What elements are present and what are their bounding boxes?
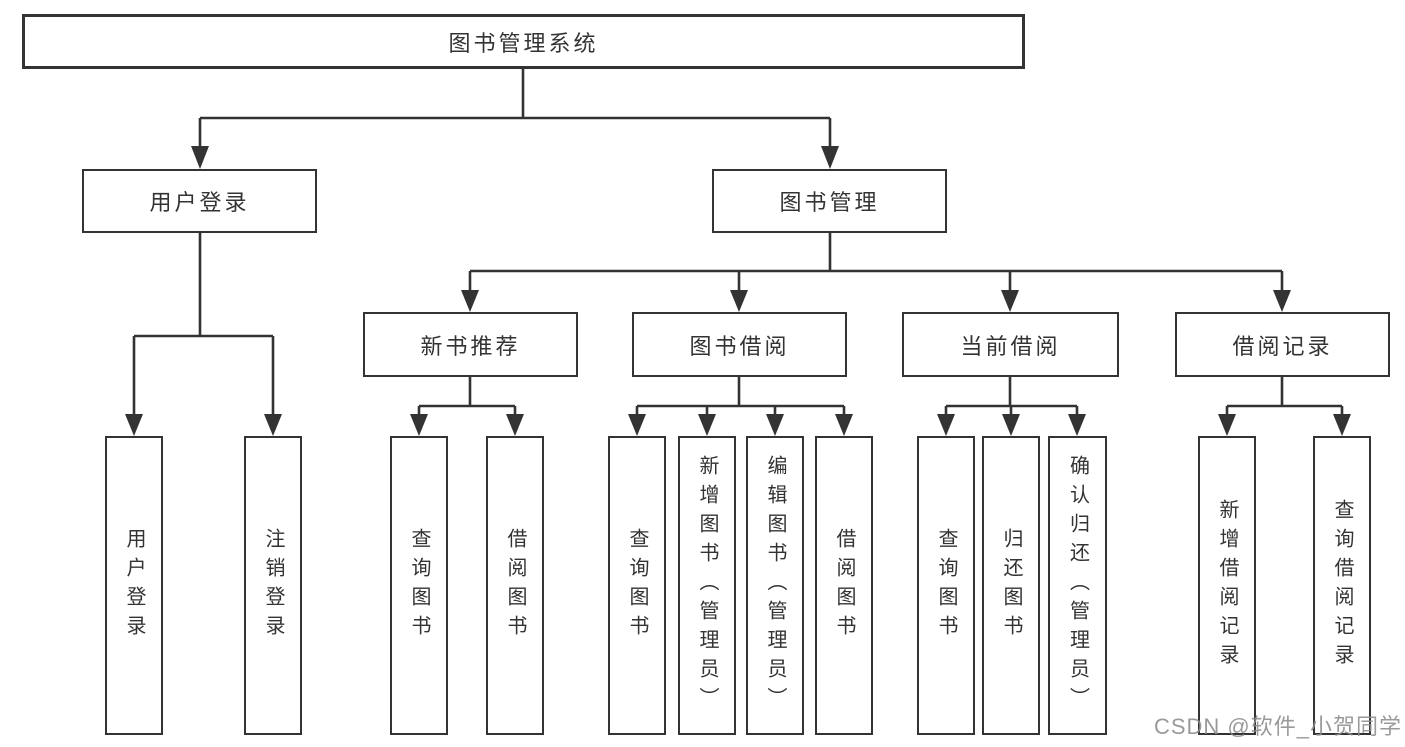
node-borrow-records-label: 借阅记录: [1232, 333, 1333, 359]
node-borrow-records: 借阅记录: [1175, 312, 1390, 377]
leaf-borrowing-query-book-label: 查询图书: [626, 527, 648, 644]
leaf-newbook-query-book: 查询图书: [390, 436, 448, 735]
leaf-newbook-borrow-book-label: 借阅图书: [504, 527, 526, 644]
node-new-book-recommend: 新书推荐: [363, 312, 578, 377]
leaf-borrowing-borrow-book: 借阅图书: [815, 436, 873, 735]
leaf-user-login-label: 用户登录: [123, 527, 145, 644]
node-library-system-label: 图书管理系统: [448, 30, 599, 56]
leaf-current-query-book-label: 查询图书: [935, 527, 957, 644]
leaf-borrowing-borrow-book-label: 借阅图书: [833, 527, 855, 644]
leaf-borrowing-edit-book-admin: 编辑图书（管理员）: [746, 436, 804, 735]
node-user-login-label: 用户登录: [149, 190, 250, 215]
leaf-borrowing-add-book-admin-label: 新增图书（管理员）: [696, 455, 718, 716]
node-book-management-label: 图书管理: [779, 190, 880, 215]
node-user-login: 用户登录: [82, 169, 317, 233]
leaf-current-confirm-return-admin-label: 确认归还（管理员）: [1066, 455, 1089, 716]
leaf-newbook-query-book-label: 查询图书: [408, 527, 430, 644]
leaf-current-return-book: 归还图书: [982, 436, 1040, 735]
node-library-system: 图书管理系统: [22, 14, 1025, 69]
arrowheads: [125, 146, 1351, 436]
watermark-text: CSDN @软件_小贺同学: [1153, 714, 1402, 739]
node-book-borrowing: 图书借阅: [632, 312, 847, 377]
leaf-logout-login-label: 注销登录: [262, 527, 284, 644]
leaf-records-query-borrow-record-label: 查询借阅记录: [1331, 498, 1353, 673]
leaf-current-return-book-label: 归还图书: [1000, 527, 1022, 644]
leaf-borrowing-edit-book-admin-label: 编辑图书（管理员）: [764, 455, 786, 716]
node-book-management: 图书管理: [712, 169, 947, 233]
leaf-records-add-borrow-record: 新增借阅记录: [1198, 436, 1256, 735]
node-current-borrowing-label: 当前借阅: [960, 333, 1061, 359]
leaf-records-query-borrow-record: 查询借阅记录: [1313, 436, 1371, 735]
leaf-logout-login: 注销登录: [244, 436, 302, 735]
node-book-borrowing-label: 图书借阅: [689, 333, 790, 359]
leaf-current-query-book: 查询图书: [917, 436, 975, 735]
leaf-records-add-borrow-record-label: 新增借阅记录: [1216, 498, 1238, 673]
leaf-user-login: 用户登录: [105, 436, 163, 735]
node-new-book-recommend-label: 新书推荐: [420, 333, 521, 359]
leaf-borrowing-add-book-admin: 新增图书（管理员）: [678, 436, 736, 735]
leaf-newbook-borrow-book: 借阅图书: [486, 436, 544, 735]
node-current-borrowing: 当前借阅: [902, 312, 1119, 377]
leaf-borrowing-query-book: 查询图书: [608, 436, 666, 735]
leaf-current-confirm-return-admin: 确认归还（管理员）: [1048, 436, 1107, 735]
